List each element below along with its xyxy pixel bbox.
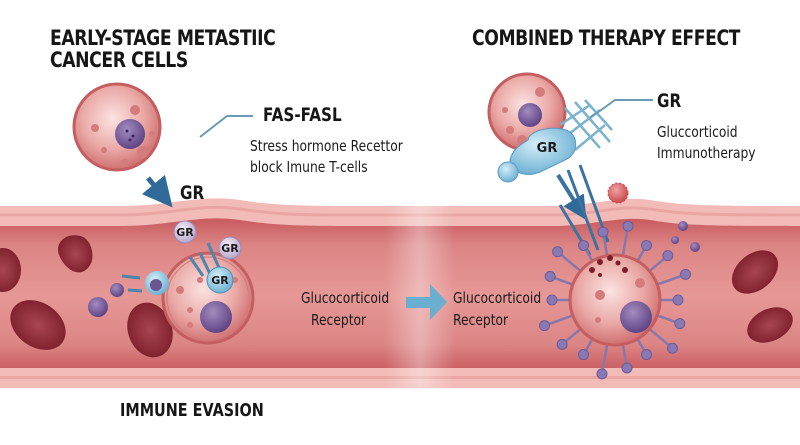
damage-spot (597, 259, 603, 265)
attacked-cancer-cell (539, 220, 691, 380)
gr-receptor: GR (173, 220, 197, 244)
flow-arrow-icon (406, 284, 447, 320)
nucleus (200, 301, 232, 333)
immune-cell (88, 297, 108, 317)
gr-receptor-label: GR (176, 226, 194, 239)
spike-tip (546, 294, 558, 306)
gr-receptor-label: GR (211, 274, 229, 287)
vesicle (635, 278, 645, 288)
spike-tip (597, 226, 609, 238)
gr-receptor: GR (206, 266, 234, 294)
nucleus (115, 119, 145, 149)
damage-spot (598, 273, 602, 277)
spike-tip (544, 270, 556, 282)
red-blood-cell (747, 307, 793, 343)
spike-tip (622, 220, 634, 232)
gr-receptor-label: GR (221, 242, 239, 255)
t-cell (497, 161, 519, 183)
gr-callout-line2: Immunotherapy (657, 144, 756, 162)
left-title-line1: EARLY-STAGE METASTIIC (50, 26, 276, 50)
immune-particle (671, 236, 679, 244)
red-blood-cell (127, 302, 173, 358)
spike-tip (578, 239, 589, 251)
spike-tip (679, 268, 691, 280)
gr-callout-title: GR (657, 90, 682, 112)
spike-tip (674, 318, 686, 330)
spike-tip (552, 246, 564, 258)
gr-complex-label: GR (537, 141, 558, 156)
red-blood-cell (0, 248, 21, 292)
red-blood-cells (0, 235, 793, 358)
gr-arrow (141, 174, 173, 208)
virus-particle (607, 182, 629, 204)
gr-receptor: GR (218, 236, 242, 260)
vessel-label-right-line2: Receptor (453, 311, 509, 329)
fas-fasl-label: FAS-FASL (263, 104, 342, 126)
vesicle (595, 317, 601, 323)
vesicle (595, 290, 605, 300)
red-blood-cell (731, 250, 779, 294)
red-blood-cell (58, 235, 93, 273)
fas-fasl-desc-line2: block Imune T-cells (250, 158, 368, 176)
immune-particle (678, 221, 688, 231)
left-title-line2: CANCER CELLS (50, 48, 188, 72)
immune-cell (110, 283, 124, 297)
spike-tip (596, 368, 608, 380)
spike-tip (662, 250, 674, 262)
gr-callout-line1: Gluccorticoid (657, 123, 738, 141)
immune-particle (690, 242, 700, 252)
spike-tip (556, 338, 568, 350)
nucleus (620, 301, 652, 333)
nucleus (518, 103, 542, 127)
spike-tip (641, 239, 652, 251)
fas-fasl-callout-line (199, 115, 253, 138)
gr-complex (509, 127, 577, 175)
right-title: COMBINED THERAPY EFFECT (472, 26, 741, 50)
vessel-label-left-line2: Receptor (311, 311, 367, 329)
cancer-cell-top-left (72, 82, 162, 172)
damage-spot (622, 267, 628, 273)
vessel-label-right-line1: Glucocorticoid (453, 289, 542, 307)
spike-tip (578, 349, 589, 361)
spike-tip (539, 320, 551, 332)
vessel-label-left-line1: Glucocorticoid (301, 289, 390, 307)
spike-tip (672, 294, 684, 306)
red-blood-cell (10, 300, 66, 350)
damage-spot (607, 255, 613, 261)
spike-tip (621, 362, 633, 374)
immune-evasion-label: IMMUNE EVASION (120, 400, 264, 421)
gr-callout-line (589, 99, 653, 119)
spike-tip (666, 342, 678, 354)
gr-arrow-label: GR (180, 182, 205, 204)
spike-tip (641, 349, 652, 361)
cell-body (568, 253, 662, 347)
damage-spot (615, 260, 621, 266)
damage-spot (589, 267, 595, 273)
antibody-lattice (559, 99, 613, 151)
fas-fasl-desc-line1: Stress hormone Recettor (250, 137, 403, 155)
